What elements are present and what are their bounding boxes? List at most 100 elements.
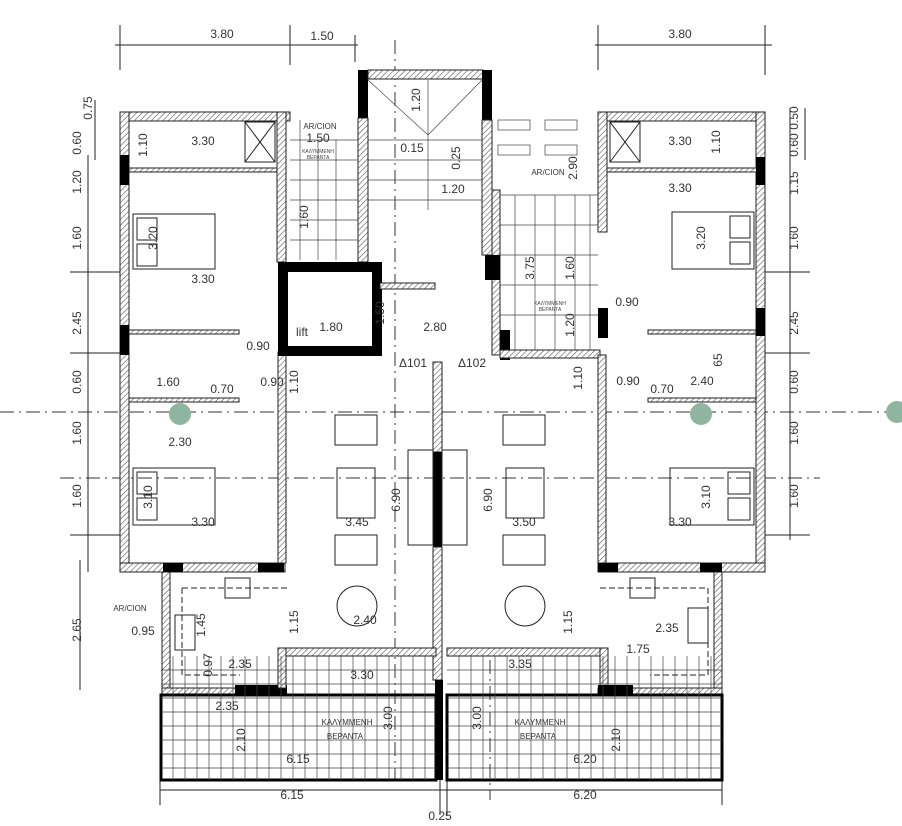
dimension-label: 3.80 [668, 27, 692, 41]
dimension-label: 1.75 [626, 642, 650, 656]
dimension-label: 1.60 [787, 226, 801, 250]
dimension-label: 3.30 [191, 272, 215, 286]
stair-treads [290, 79, 598, 350]
grid-marker-1 [169, 403, 191, 425]
dimension-label: 0.60 [70, 131, 84, 155]
dimension-label: 1.15 [287, 610, 301, 634]
level-marker: Δ102 [458, 356, 486, 370]
dimension-label: 1.20 [70, 170, 84, 194]
dimension-label: 1.60 [156, 375, 180, 389]
dimension-label: 1.20 [409, 88, 423, 112]
dimension-label: 1.60 [70, 421, 84, 445]
dimension-label: 1.60 [787, 484, 801, 508]
room-label: AR/CION [531, 168, 565, 177]
dimension-label: 1.10 [136, 133, 150, 157]
dimension-label: 2.30 [168, 435, 192, 449]
dimension-label: 0.50 [787, 106, 801, 130]
room-label: ΒΕΡΑΝΤΑ [539, 307, 562, 313]
dimension-label: 1.60 [787, 421, 801, 445]
dimension-label: 3.00 [470, 706, 484, 730]
dimension-label: 0.70 [210, 382, 234, 396]
dimension-label: 3.30 [668, 134, 692, 148]
plan-labels: 3.80 1.50 3.80 0.75 0.60 1.20 1.60 2.45 0.60 1.60… [70, 27, 801, 823]
dimension-label: 6.90 [481, 488, 495, 512]
dimension-label: 3.30 [191, 134, 215, 148]
room-label: AR/CION [303, 122, 337, 131]
dimension-label: 1.15 [787, 171, 801, 195]
dimension-label: 0.95 [131, 624, 155, 638]
bed-icon [671, 211, 755, 270]
dimension-label: 1.50 [306, 131, 330, 145]
dimension-label: 0.60 [787, 370, 801, 394]
room-label: ΒΕΡΑΝΤΑ [520, 732, 557, 741]
dimension-label: 0.60 [70, 370, 84, 394]
dimension-label: 1.45 [194, 613, 208, 637]
dimension-label: 2.35 [228, 657, 252, 671]
bed-icon [132, 467, 216, 526]
dimension-label: 2.45 [70, 311, 84, 335]
dimension-label: 1.60 [70, 226, 84, 250]
dimension-label: 3.80 [210, 27, 234, 41]
grid-marker-3 [886, 401, 902, 423]
dimension-label: 3.10 [141, 485, 155, 509]
dimension-label: 1.60 [70, 484, 84, 508]
dimension-label: 0.97 [201, 653, 215, 677]
dimension-label: 2.65 [70, 618, 84, 642]
dimension-label: 2.80 [423, 320, 447, 334]
dimension-label: 3.00 [381, 706, 395, 730]
room-label: ΚΑΛΥΜΜΕΝΗ [302, 149, 334, 155]
walls [119, 69, 766, 780]
veranda-right [445, 656, 724, 782]
dimension-label: 0.90 [615, 295, 639, 309]
dimension-label: 2.45 [787, 311, 801, 335]
dimension-label: 2.40 [690, 374, 714, 388]
dimension-label: 3.10 [699, 485, 713, 509]
dimension-label: 1.10 [287, 370, 301, 394]
dimension-label: 6.20 [573, 752, 597, 766]
dimension-label: 2.10 [234, 728, 248, 752]
dimension-label: 3.45 [345, 515, 369, 529]
dimension-label: 0.90 [260, 375, 284, 389]
furniture [132, 121, 755, 676]
dimension-label: 0.15 [400, 141, 424, 155]
dimension-label: 3.30 [191, 515, 215, 529]
dimension-label: 2.10 [609, 728, 623, 752]
room-label: ΚΑΛΥΜΜΕΝΗ [515, 718, 566, 727]
level-marker: Δ101 [399, 356, 427, 370]
bed-icon [669, 467, 755, 526]
dimension-label: 0.25 [428, 809, 452, 823]
dimension-label: 3.30 [668, 181, 692, 195]
dimension-label: 3.75 [523, 256, 537, 280]
dimension-label: 1.50 [373, 301, 387, 325]
dimension-label: 1.50 [310, 29, 334, 43]
dimension-label: 3.20 [146, 226, 160, 250]
dimension-label: 0.70 [650, 382, 674, 396]
dimension-label: 0.75 [81, 96, 95, 120]
dimension-label: 0.90 [246, 339, 270, 353]
grid-axes [0, 40, 902, 800]
dimension-label: 1.20 [441, 182, 465, 196]
dimension-label: 1.10 [571, 366, 585, 390]
dimension-label: 1.80 [319, 320, 343, 334]
dimension-label: 0.60 [787, 133, 801, 157]
dimension-label: 65 [711, 353, 725, 367]
dimension-label: 1.10 [709, 130, 723, 154]
dimension-label: 6.90 [389, 488, 403, 512]
room-label: ΚΑΛΥΜΜΕΝΗ [534, 301, 566, 307]
bed-icon [132, 213, 216, 270]
dimension-label: 1.60 [297, 205, 311, 229]
dimension-label: 3.50 [512, 515, 536, 529]
lift-label: lift [296, 325, 309, 339]
dimension-label: 2.35 [215, 699, 239, 713]
dimension-label: 0.25 [449, 146, 463, 170]
dimension-label: 1.20 [563, 313, 577, 337]
dimension-label: 3.35 [508, 657, 532, 671]
grid-marker-2 [690, 403, 712, 425]
dimension-label: 6.15 [280, 788, 304, 802]
dimension-label: 3.30 [668, 515, 692, 529]
room-label: ΒΕΡΑΝΤΑ [307, 155, 330, 161]
dimension-label: 6.20 [573, 788, 597, 802]
dimension-label: 2.40 [353, 613, 377, 627]
room-label: AR/CION [113, 604, 147, 613]
